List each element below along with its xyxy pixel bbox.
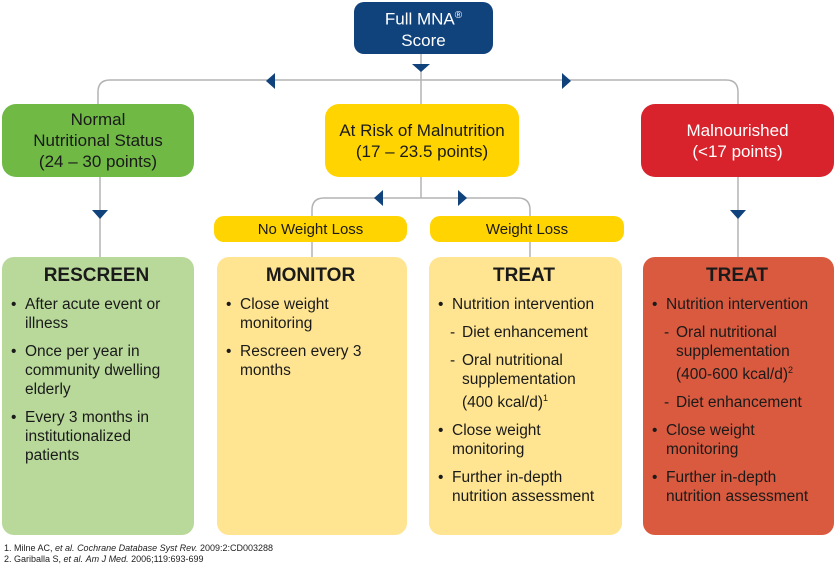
arrow-left-icon [266,73,275,89]
category-normal-box: Normal Nutritional Status (24 – 30 point… [2,104,194,177]
treat-at-risk-box: TREAT Nutrition interventionDiet enhance… [429,257,622,535]
reference-1: 1. Milne AC, et al. Cochrane Database Sy… [4,543,274,553]
category-malnourished-line1: Malnourished [686,120,789,140]
category-normal-points: (24 – 30 points) [38,152,158,171]
weight-loss-label: Weight Loss [430,216,624,242]
list-item: Rescreen every 3 months [226,342,395,380]
arrow-down-icon [730,210,746,219]
registered-mark: ® [454,10,463,22]
rescreen-box: RESCREEN After acute event or illnessOnc… [2,257,194,535]
category-at-risk-points: (17 – 23.5 points) [355,141,489,161]
monitor-list: Close weight monitoringRescreen every 3 … [226,295,395,380]
monitor-title: MONITOR [265,265,356,286]
monitor-box: MONITOR Close weight monitoringRescreen … [217,257,407,535]
footnote-marker: 1 [542,393,548,403]
list-item: Close weight monitoring [438,421,610,459]
list-item: Further in-depth nutrition assessment [652,468,822,506]
arrow-down-icon [412,64,430,72]
list-item: Nutrition intervention [652,295,822,314]
sub-list-item: Oral nutritional supplementation (400-60… [652,323,822,384]
category-at-risk-line1: At Risk of Malnutrition [339,120,505,140]
sub-list-item: Oral nutritional supplementation (400 kc… [438,351,610,412]
treat-at-risk-title: TREAT [493,265,555,286]
score-title: Full MNA [384,9,455,29]
arrow-right-icon [458,190,467,206]
sub-list-item: Diet enhancement [652,393,822,412]
list-item: After acute event or illness [11,295,182,333]
arrow-left-icon [374,190,383,206]
full-mna-score-box: Full MNA® Score [354,2,493,54]
list-item: Close weight monitoring [226,295,395,333]
score-subtitle: Score [401,30,446,50]
category-malnourished-points: (<17 points) [692,141,783,161]
footnote-marker: 2 [788,365,794,375]
treat-malnourished-title: TREAT [706,265,768,286]
treat-malnourished-box: TREAT Nutrition interventionOral nutriti… [643,257,834,535]
rescreen-title: RESCREEN [43,265,150,286]
reference-2: 2. Gariballa S, et al. Am J Med. 2006;11… [4,554,204,564]
list-item: Nutrition intervention [438,295,610,314]
treat-at-risk-list: Nutrition interventionDiet enhancementOr… [438,295,610,506]
list-item: Every 3 months in institutionalized pati… [11,408,182,465]
treat-malnourished-list: Nutrition interventionOral nutritional s… [652,295,822,506]
arrow-down-icon [92,210,108,219]
category-normal-line1: Normal [70,110,126,129]
arrow-right-icon [562,73,571,89]
sub-list-item: Diet enhancement [438,323,610,342]
category-at-risk-box: At Risk of Malnutrition (17 – 23.5 point… [325,104,519,177]
category-normal-line2: Nutritional Status [33,131,163,150]
list-item: Once per year in community dwelling elde… [11,342,182,399]
list-item: Further in-depth nutrition assessment [438,468,610,506]
references: 1. Milne AC, et al. Cochrane Database Sy… [4,543,273,565]
list-item: Close weight monitoring [652,421,822,459]
no-weight-loss-label: No Weight Loss [214,216,407,242]
rescreen-list: After acute event or illnessOnce per yea… [11,295,182,465]
category-malnourished-box: Malnourished (<17 points) [641,104,834,177]
